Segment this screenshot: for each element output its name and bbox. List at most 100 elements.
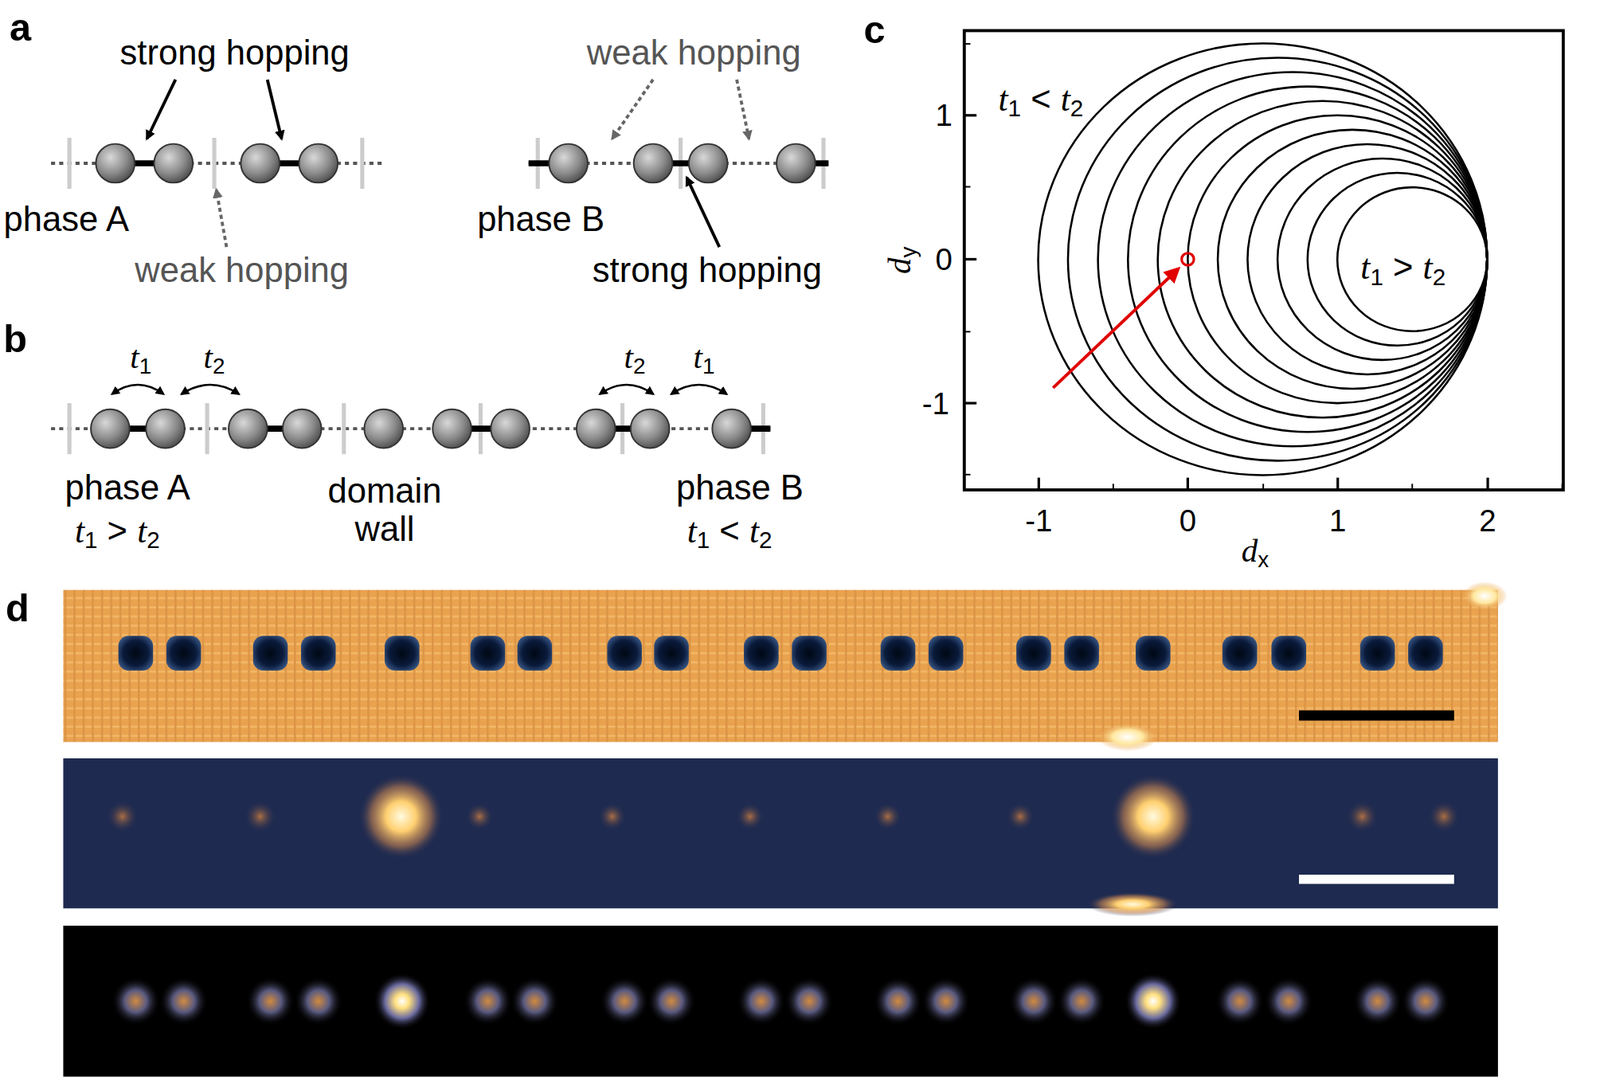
winding-plot-part-part bbox=[1307, 172, 1488, 346]
chain-phase-a-part-part bbox=[153, 144, 193, 184]
stm-conductance-map-part bbox=[1110, 773, 1197, 860]
chain-domain-wall-part-part bbox=[711, 409, 752, 449]
winding-plot-part-part bbox=[1411, 483, 1413, 490]
winding-plot-part-part bbox=[1217, 129, 1487, 389]
stm-topography-part-part bbox=[1064, 635, 1100, 671]
stm-conductance-map-part-part bbox=[1005, 801, 1035, 831]
winding-plot-part-part bbox=[964, 113, 977, 117]
winding-plot-part-part bbox=[1186, 477, 1190, 490]
winding-plot-part bbox=[1038, 43, 1488, 475]
stm-topography-part bbox=[62, 590, 1498, 743]
stm-topography-part-part bbox=[1271, 635, 1307, 671]
winding-plot-part-part bbox=[964, 186, 971, 188]
condition-label: t1 < t2 bbox=[997, 79, 1084, 118]
simulated-ldos-part-part bbox=[1400, 976, 1451, 1026]
chain-domain-wall bbox=[50, 384, 771, 454]
winding-plot-part bbox=[1181, 253, 1194, 266]
tick-label: -1 bbox=[1024, 503, 1053, 537]
stm-topography-part-part bbox=[1408, 635, 1444, 671]
winding-plot-part-part bbox=[964, 473, 971, 476]
winding-plot-part-part bbox=[1187, 115, 1487, 403]
text-label: phase A bbox=[3, 200, 130, 239]
chain-domain-wall-part-part bbox=[67, 402, 72, 454]
chain-domain-wall-part bbox=[69, 402, 763, 454]
panel-letter: a bbox=[9, 7, 32, 51]
chain-phase-b-part-part bbox=[633, 144, 673, 184]
stm-conductance-map bbox=[62, 758, 1498, 917]
winding-plot-part-part bbox=[1561, 483, 1564, 490]
stm-topography-part-part bbox=[384, 635, 420, 671]
chain-phase-b-part-part bbox=[612, 79, 654, 139]
tick-label: 1 bbox=[1329, 503, 1346, 537]
simulated-ldos-part bbox=[373, 972, 431, 1030]
chain-domain-wall-part-part bbox=[90, 409, 130, 449]
stm-conductance-map-part-part bbox=[1345, 800, 1379, 834]
winding-plot-part-part bbox=[1067, 58, 1487, 462]
winding-plot-part-part bbox=[964, 43, 971, 45]
chain-domain-wall-part-part bbox=[228, 409, 268, 449]
simulated-ldos-part-part bbox=[1056, 976, 1107, 1026]
tick-label: 0 bbox=[1179, 503, 1197, 537]
chain-domain-wall-part-part bbox=[432, 409, 472, 449]
stm-topography-part bbox=[1462, 581, 1507, 611]
tick-label: 0 bbox=[934, 242, 952, 276]
chain-domain-wall-part-part bbox=[630, 409, 670, 449]
winding-plot-part-part bbox=[964, 258, 977, 261]
panel-letter: c bbox=[863, 9, 885, 53]
stm-topography-part-part bbox=[1135, 635, 1171, 671]
simulated-ldos-part-part bbox=[646, 976, 697, 1026]
simulated-ldos-part-part bbox=[921, 976, 971, 1026]
chain-domain-wall-part bbox=[112, 384, 727, 395]
text-label: domain wall bbox=[308, 472, 462, 549]
simulated-ldos-part-part bbox=[293, 976, 344, 1026]
chain-phase-b-part bbox=[612, 79, 750, 139]
chain-phase-a-part-part bbox=[298, 144, 338, 184]
chain-domain-wall-part-part bbox=[145, 409, 185, 449]
symbol-label: t2 bbox=[203, 339, 226, 376]
chain-phase-a-part bbox=[69, 137, 363, 189]
chain-phase-a-part-part bbox=[95, 144, 135, 184]
chain-phase-b-part bbox=[537, 137, 824, 189]
simulated-ldos-part-part bbox=[873, 976, 924, 1026]
stm-topography bbox=[62, 581, 1507, 752]
winding-plot bbox=[964, 30, 1564, 490]
stm-topography-part-part bbox=[653, 635, 689, 671]
winding-plot-part-part bbox=[1486, 477, 1489, 490]
panel-letter: d bbox=[5, 587, 30, 631]
stm-conductance-map-part-part bbox=[598, 801, 627, 831]
stm-topography-part-part bbox=[166, 635, 202, 671]
chain-phase-a-part bbox=[115, 160, 319, 167]
chain-phase-a-part bbox=[95, 144, 338, 184]
stm-topography-part-part bbox=[118, 635, 154, 671]
tick-label: 2 bbox=[1478, 503, 1496, 537]
winding-plot-part-part bbox=[1262, 483, 1264, 490]
chain-phase-a-part-part bbox=[240, 144, 280, 184]
chain-domain-wall-part-part bbox=[576, 409, 616, 449]
chain-phase-a-part-part bbox=[267, 79, 282, 139]
text-label: strong hopping bbox=[592, 251, 822, 290]
chain-domain-wall-part-part bbox=[282, 409, 322, 449]
chain-phase-b-part-part bbox=[736, 79, 749, 139]
winding-plot-part-part bbox=[1337, 187, 1487, 332]
stm-conductance-map-part-part bbox=[105, 800, 139, 834]
winding-plot-part bbox=[964, 43, 1563, 490]
stm-conductance-map-part bbox=[358, 773, 445, 860]
symbol-label: t1 bbox=[129, 339, 152, 376]
tick-label: -1 bbox=[922, 386, 950, 420]
stm-topography-part bbox=[1096, 722, 1158, 752]
winding-plot-part-part bbox=[1127, 86, 1487, 433]
winding-plot-part-part bbox=[1277, 158, 1487, 360]
simulated-ldos-part-part bbox=[246, 976, 296, 1026]
text-label: phase B bbox=[676, 468, 804, 507]
simulated-ldos-part bbox=[62, 925, 1498, 1077]
stm-topography-part-part bbox=[791, 635, 827, 671]
winding-plot-part-part bbox=[1247, 144, 1487, 375]
stm-topography-part-part bbox=[1222, 635, 1258, 671]
stm-topography-part-part bbox=[928, 635, 964, 671]
stm-topography-part-part bbox=[1016, 635, 1052, 671]
text-label: phase A bbox=[64, 468, 190, 507]
simulated-ldos-part-part bbox=[1215, 976, 1265, 1026]
chain-phase-b-part-part bbox=[688, 144, 728, 184]
simulated-ldos-part-part bbox=[1009, 976, 1059, 1026]
chain-phase-a-part bbox=[216, 189, 227, 247]
